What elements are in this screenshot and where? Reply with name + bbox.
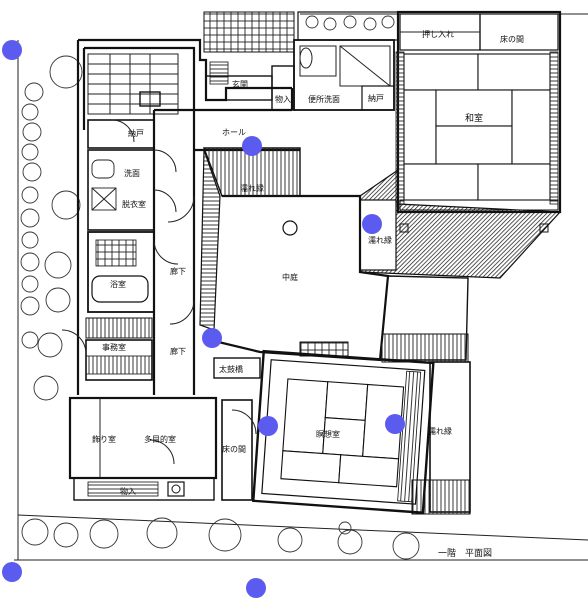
building-walls — [76, 10, 562, 395]
plan-caption: 一階 平面図 — [438, 548, 492, 559]
room-labels: 押し入れ 床の間 玄関 物入 便所洗面 納戸 和室 納戸 ホール 洗面 脱衣室 … — [92, 29, 524, 559]
label-monoire-bottom: 物入 — [120, 486, 136, 496]
label-oshiire: 押し入れ — [422, 29, 454, 39]
garden-shrubs-south — [21, 517, 420, 560]
label-kazari: 飾り室 — [92, 434, 116, 444]
label-nakaniwa: 中庭 — [282, 272, 298, 282]
label-nurein-right: 濡れ縁 — [428, 426, 452, 436]
label-yokushitsu: 浴室 — [110, 279, 126, 289]
label-tokonoma-bottom: 床の間 — [222, 444, 246, 454]
label-meisou: 瞑想室 — [316, 429, 340, 439]
north-paving — [203, 11, 399, 53]
label-sentaku: 洗面 — [124, 168, 140, 178]
marker-dot — [258, 416, 278, 436]
label-taikobashi: 太鼓橋 — [219, 364, 243, 374]
door-swings — [61, 119, 257, 465]
tokonoma-lower — [221, 399, 253, 501]
label-washitsu: 和室 — [465, 112, 483, 124]
meditation-room — [252, 349, 435, 514]
marker-dot — [2, 562, 22, 582]
tatami-washitsu — [403, 53, 551, 201]
veranda-east — [359, 168, 562, 279]
label-roka-upper: 廊下 — [170, 266, 186, 276]
label-jimushitsu: 事務室 — [102, 342, 126, 352]
label-datsuisitsu: 脱衣室 — [122, 199, 146, 209]
label-genkan: 玄関 — [232, 79, 248, 89]
label-tokonoma-top: 床の間 — [500, 34, 524, 44]
label-nurein-mid: 濡れ縁 — [368, 235, 392, 245]
marker-dot — [2, 40, 22, 60]
label-hall: ホール — [222, 128, 246, 137]
garden-shrubs-west — [20, 55, 83, 401]
label-roka-lower: 廊下 — [170, 346, 186, 356]
multipurpose-room — [68, 396, 218, 501]
marker-dot — [246, 578, 266, 598]
veranda-north — [199, 147, 301, 331]
marker-dot — [362, 214, 382, 234]
label-nurein-top: 濡れ縁 — [240, 183, 264, 193]
marker-dot — [385, 414, 405, 434]
overlay-markers — [2, 40, 405, 598]
label-nando-right: 納戸 — [368, 93, 384, 103]
label-senmen: 便所洗面 — [308, 94, 340, 104]
label-tamokuteki: 多目的室 — [144, 434, 176, 444]
staircase — [87, 53, 179, 115]
label-nando-left: 納戸 — [128, 128, 144, 138]
marker-dot — [202, 328, 222, 348]
label-monoire-top: 物入 — [275, 94, 291, 104]
marker-dot — [242, 136, 262, 156]
